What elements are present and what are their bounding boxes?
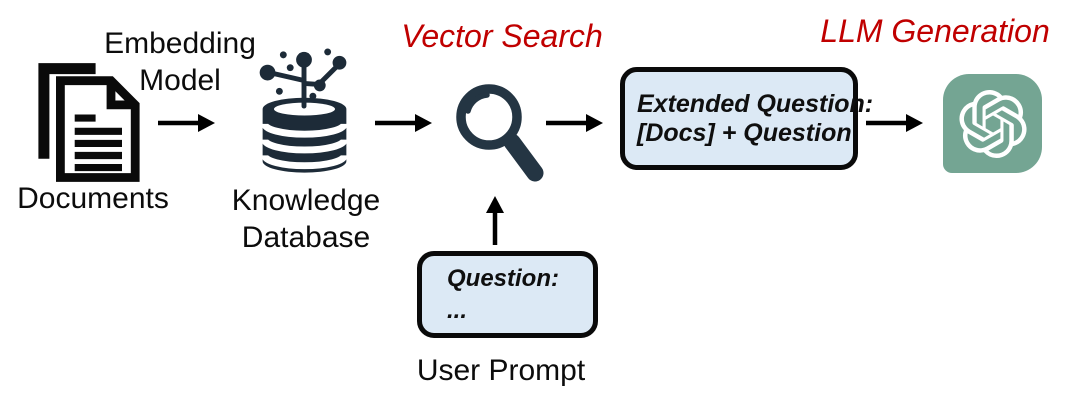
knowledge-database-label: Knowledge Database: [231, 184, 381, 254]
openai-logo-icon: [943, 74, 1042, 173]
vector-search-title: Vector Search: [401, 18, 603, 54]
openai-mark-icon: [958, 89, 1027, 158]
extended-question-box: Extended Question: [Docs] + Question: [620, 67, 874, 170]
question-line1: Question:: [447, 264, 559, 292]
database-graph-icon: [259, 48, 348, 173]
user-prompt-label: User Prompt: [416, 354, 586, 387]
document-pages-icon: [38, 63, 140, 182]
arrow-question-to-search-icon: [486, 196, 504, 245]
question-box: Question: ...: [417, 251, 598, 338]
llm-generation-title: LLM Generation: [820, 13, 1050, 49]
arrow-database-to-search-icon: [375, 114, 432, 132]
arrow-search-to-extended-icon: [546, 114, 603, 132]
documents-label: Documents: [17, 182, 169, 215]
extended-question-line1: Extended Question:: [637, 89, 874, 118]
embedding-model-label: Embedding Model: [104, 27, 256, 97]
arrow-extended-to-llm-icon: [866, 114, 923, 132]
magnifier-icon: [456, 84, 544, 182]
question-line2: ...: [447, 296, 468, 324]
arrow-documents-to-database-icon: [158, 114, 215, 132]
extended-question-line2: [Docs] + Question: [637, 118, 852, 147]
